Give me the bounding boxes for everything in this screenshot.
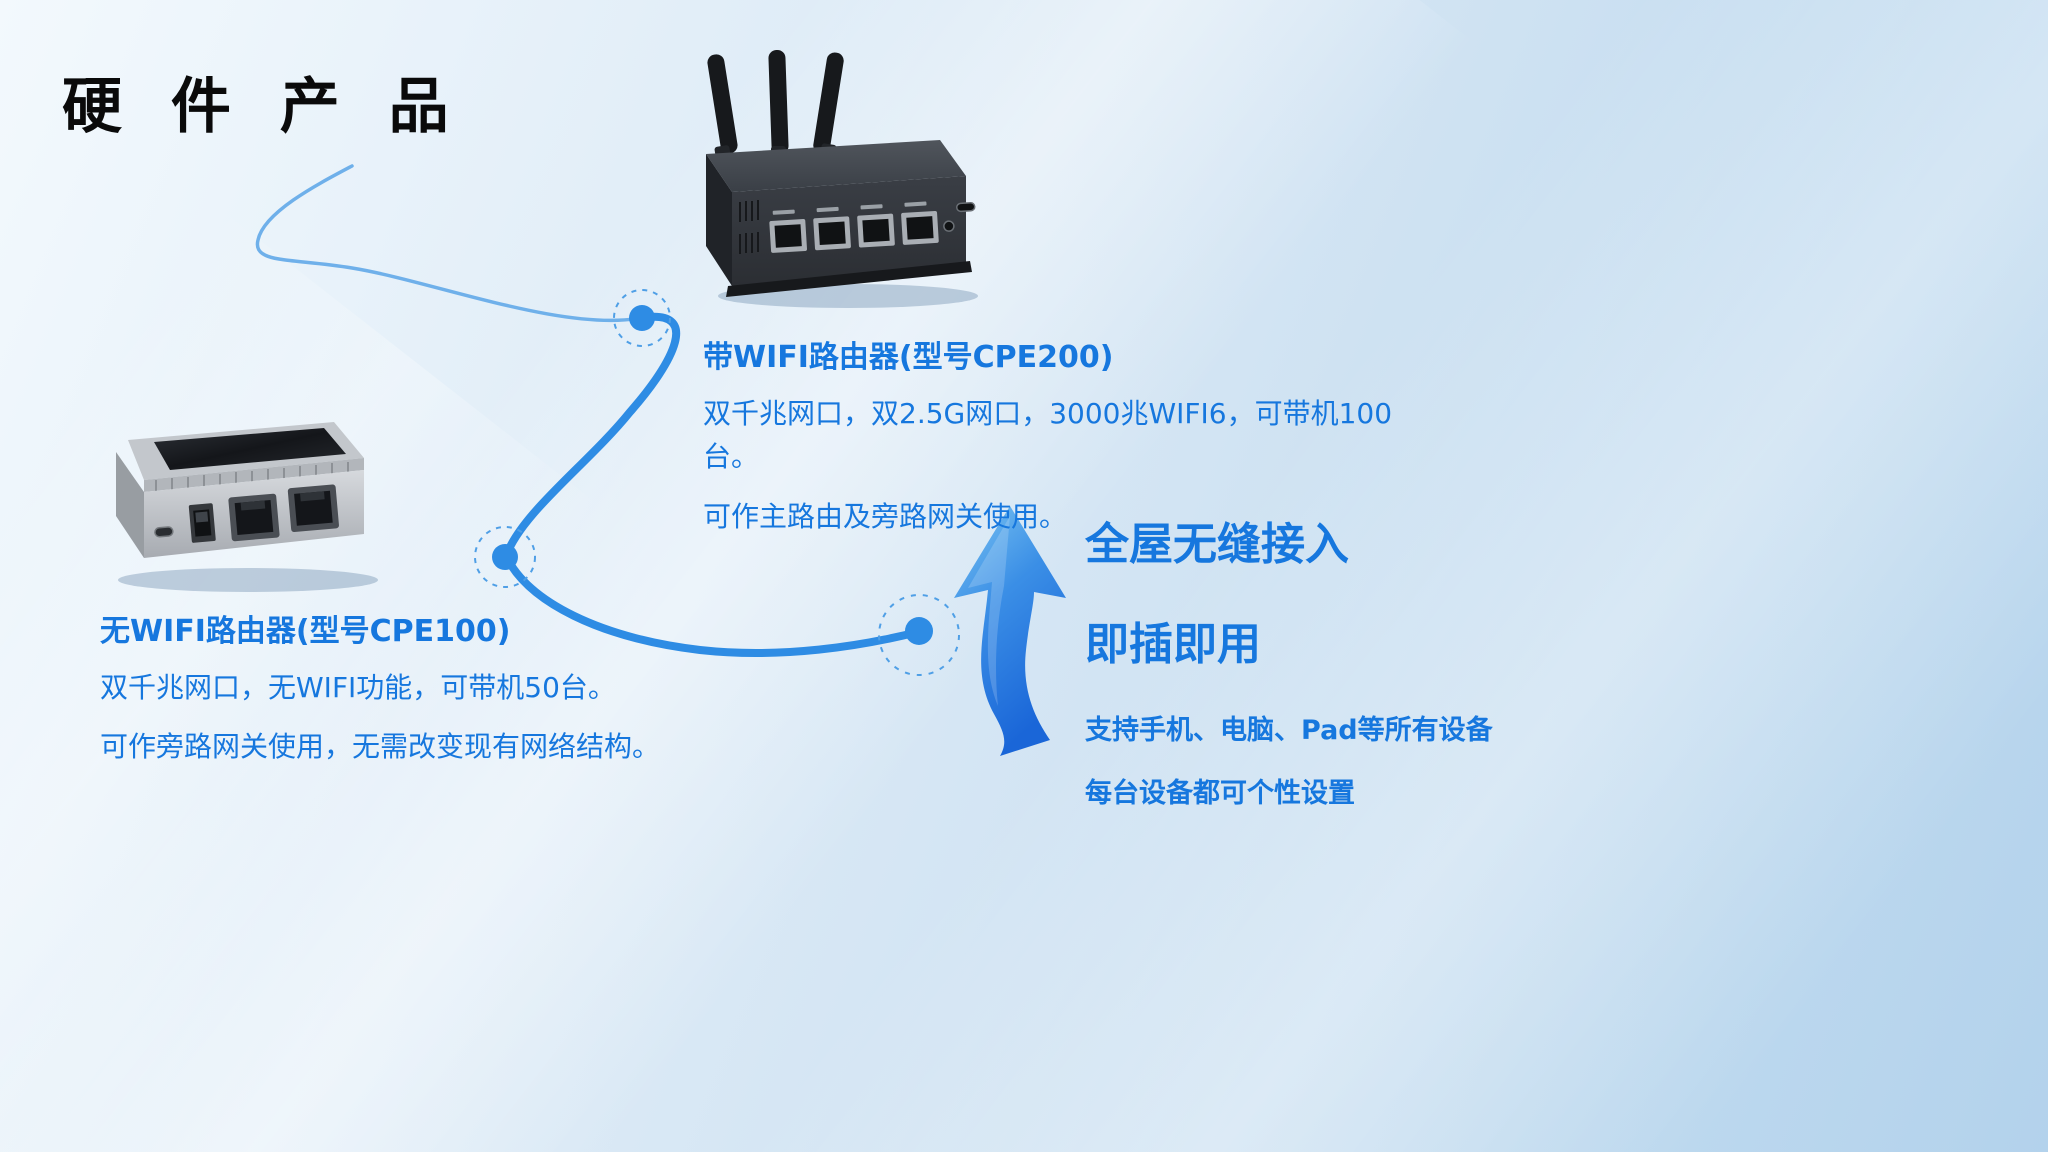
page-title: 硬 件 产 品 (62, 72, 463, 142)
cpe100-lan-ports (228, 484, 339, 542)
cpe100-heatsink-bevel (144, 458, 364, 492)
cpe200-name: 带WIFI路由器(型号CPE200) (703, 340, 1114, 375)
cpe200-product-image (706, 49, 978, 308)
connector-node-1 (613, 289, 671, 347)
cpe100-desc-2: 可作旁路网关使用，无需改变现有网络结构。 (100, 730, 661, 764)
cpe200-desc-2: 可作主路由及旁路网关使用。 (703, 499, 1068, 533)
highlight-point-1: 支持手机、电脑、Pad等所有设备 (1085, 715, 1493, 746)
cpe100-name: 无WIFI路由器(型号CPE100) (100, 614, 511, 649)
cpe200-lan-ports (769, 201, 939, 253)
cpe100-usbc-port (154, 526, 174, 538)
cpe200-reset-button (943, 220, 955, 232)
cpe200-vents (739, 200, 759, 254)
arrow-highlight (968, 516, 1010, 706)
cpe100-top-panel (154, 428, 346, 470)
connector-thin-segment (255, 164, 643, 323)
cpe200-base-flange (726, 261, 972, 297)
cpe200-desc-1: 双千兆网口，双2.5G网口，3000兆WIFI6，可带机100台。 (703, 397, 1393, 474)
highlights-text-block: 全屋无缝接入 即插即用 支持手机、电脑、Pad等所有设备 每台设备都可个性设置 (1085, 508, 1645, 834)
cpe100-desc-1: 双千兆网口，无WIFI功能，可带机50台。 (100, 671, 616, 704)
cpe100-product-image (116, 422, 378, 592)
cpe100-left-face (116, 452, 144, 558)
cpe100-shadow (118, 568, 378, 592)
arrow-shape (954, 506, 1066, 756)
cpe200-text-block: 带WIFI路由器(型号CPE200) 双千兆网口，双2.5G网口，3000兆WI… (703, 332, 1423, 554)
cpe100-usba-port (188, 503, 216, 543)
highlight-headline-1: 全屋无缝接入 (1085, 519, 1349, 570)
highlight-point-2: 每台设备都可个性设置 (1085, 778, 1355, 809)
cpe200-usbc-port (956, 202, 976, 213)
connector-node-2 (474, 526, 536, 588)
cpe100-fins (155, 462, 349, 492)
highlight-headline-2: 即插即用 (1085, 619, 1261, 670)
cpe200-antennas (707, 49, 844, 159)
connector-node-3 (878, 594, 960, 676)
up-arrow-graphic (954, 506, 1066, 756)
cpe200-port-row (769, 201, 976, 253)
cpe100-text-block: 无WIFI路由器(型号CPE100) 双千兆网口，无WIFI功能，可带机50台。… (100, 606, 720, 785)
cpe100-port-row (154, 484, 339, 543)
cpe200-left-face (706, 154, 732, 286)
cpe200-top-face (706, 140, 966, 192)
